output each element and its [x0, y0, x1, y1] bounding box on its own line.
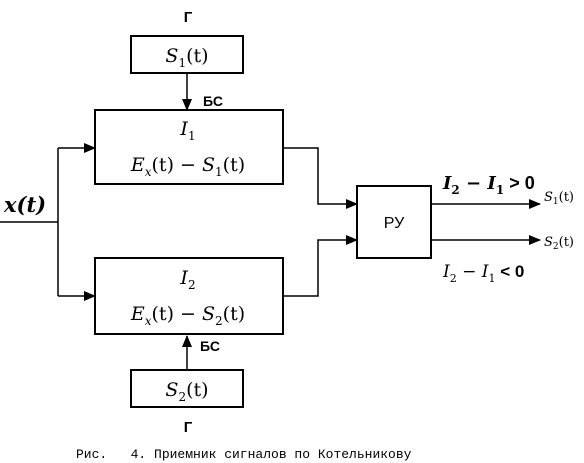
bs-label-top: БС: [203, 93, 223, 109]
output-top-label: S1(t): [544, 190, 574, 207]
generator-bottom-signal: S2(t): [165, 379, 208, 404]
arrow-correlator-top-to-decision: [283, 147, 358, 209]
bs-label-bottom: БС: [200, 338, 220, 354]
figure-caption: Рис. 4. Приемник сигналов по Котельников…: [76, 447, 412, 462]
generator-label-bottom: Г: [184, 419, 193, 436]
generator-top-signal: S1(t): [165, 45, 208, 70]
correlator-top-formula: Ex(t) − S1(t): [130, 154, 245, 179]
decision-unit-label: РУ: [384, 215, 405, 232]
decision-unit-block: [356, 185, 432, 259]
generator-label-top: Г: [184, 9, 193, 26]
correlator-bottom-name: I2: [179, 267, 195, 292]
arrow-correlator-bottom-to-decision: [283, 235, 358, 297]
condition-bottom: I2 − I1 < 0: [442, 262, 524, 285]
correlator-top-name: I1: [179, 118, 195, 143]
correlator-bottom-formula: Ex(t) − S2(t): [130, 303, 245, 328]
input-signal-label: x(t): [3, 192, 46, 217]
output-bottom-label: S2(t): [544, 235, 574, 252]
condition-top: I2 − I1 > 0: [442, 173, 535, 197]
